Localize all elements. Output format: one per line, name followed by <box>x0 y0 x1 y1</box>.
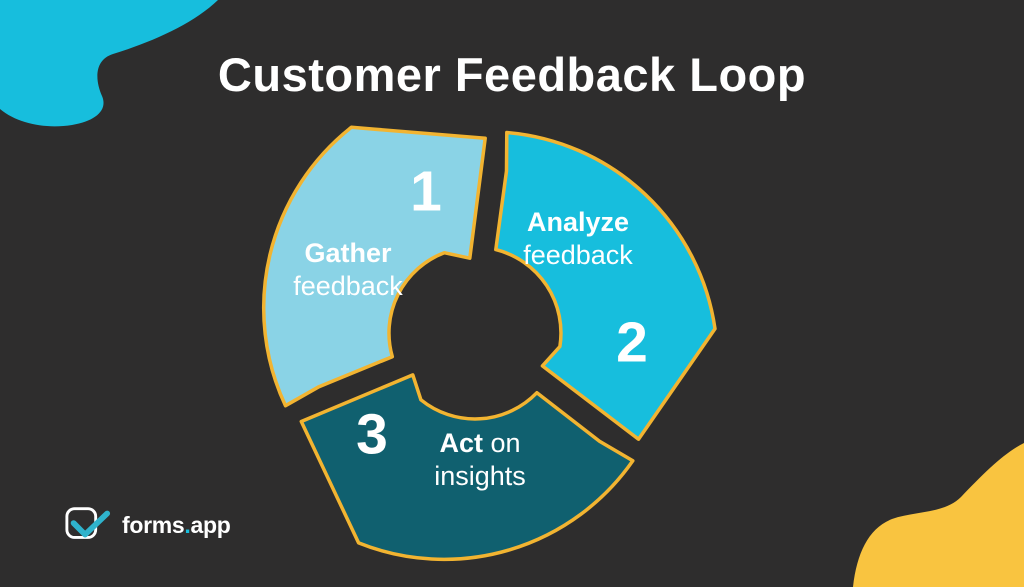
step-3-label: Act on insights <box>434 427 526 493</box>
step-2-arrow-analyze-feedback <box>494 130 717 441</box>
page-title: Customer Feedback Loop <box>217 48 807 101</box>
corner-blob-top-left <box>0 0 218 127</box>
step-2-label-line1: Analyze <box>526 207 630 237</box>
forms-app-logo-icon <box>65 507 111 539</box>
step-1-arrow-gather-feedback <box>261 125 487 408</box>
step-3-label-line2: insights <box>434 461 526 491</box>
step-1-label: Gather feedback <box>293 237 403 303</box>
step-2-label: Analyze feedback <box>523 206 633 272</box>
step-3-number: 3 <box>356 402 388 467</box>
forms-app-logo-text: forms.app <box>122 511 231 538</box>
corner-blob-bottom-right <box>853 443 1024 587</box>
step-3-arrow-act-on-insights <box>299 373 635 562</box>
step-1-number: 1 <box>410 159 442 224</box>
step-1-label-line1: Gather <box>304 238 392 268</box>
step-2-number: 2 <box>616 310 648 375</box>
step-3-label-line1: Act on <box>439 428 521 458</box>
step-2-label-line2: feedback <box>523 240 633 270</box>
logo-checkmark-icon <box>70 510 111 538</box>
step-1-label-line2: feedback <box>293 271 403 301</box>
forms-app-logo: forms.app <box>64 505 231 545</box>
